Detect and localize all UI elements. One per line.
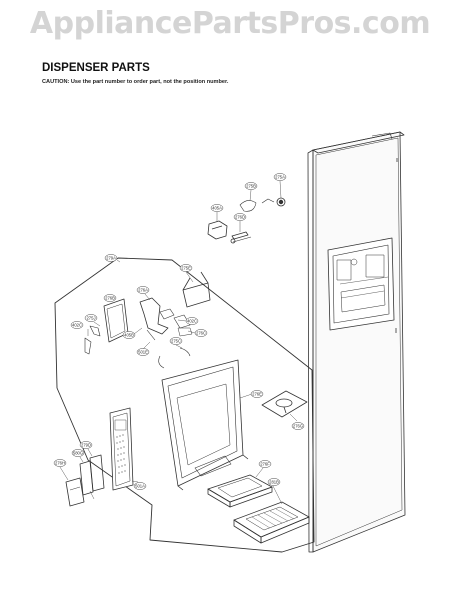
dispenser-housing (161, 359, 249, 491)
callout-275b: 275B (246, 184, 256, 189)
callout-bubbles (53, 173, 305, 490)
assembly-outline (54, 257, 315, 553)
callout-501e: 501E (138, 350, 148, 355)
callout-276c: 276C (196, 331, 206, 336)
control-board (65, 407, 134, 507)
callout-279d: 279D (81, 443, 91, 448)
callout-276b: 276B (105, 296, 115, 301)
door-panel (307, 131, 406, 553)
page-title: DISPENSER PARTS (42, 62, 150, 74)
callout-275j: 275J (86, 316, 95, 321)
leader-lines (59, 180, 298, 505)
callout-276f: 276F (260, 462, 270, 467)
callout-501a: 501A (135, 484, 145, 489)
drip-trays (207, 474, 310, 544)
callout-405b: 405B (124, 333, 134, 338)
callout-276d: 276D (235, 215, 245, 220)
callout-276a: 276A (138, 288, 148, 293)
callout-276h: 276H (55, 461, 65, 466)
watermark-logo: AppliancePartsPros.com (29, 6, 431, 41)
upper-parts (207, 197, 286, 244)
callout-279a: 279A (106, 256, 116, 261)
callout-402c: 402C (72, 323, 82, 328)
callout-labels: 275A 275B 405A 276D 279A 275E 276A 276B … (55, 175, 303, 489)
caution-note: CAUTION: Use the part number to order pa… (42, 79, 229, 85)
callout-281b: 281B (269, 480, 279, 485)
funnel-part (261, 390, 308, 418)
callout-402c-2: 402C (187, 319, 197, 324)
callout-276g: 276G (293, 424, 303, 429)
callout-275c: 275C (171, 339, 181, 344)
callout-276e: 276E (252, 392, 262, 397)
callout-580g: 580G (73, 451, 83, 456)
callout-275e: 275E (181, 266, 191, 271)
callout-275a: 275A (275, 175, 285, 180)
callout-405a: 405A (212, 206, 222, 211)
